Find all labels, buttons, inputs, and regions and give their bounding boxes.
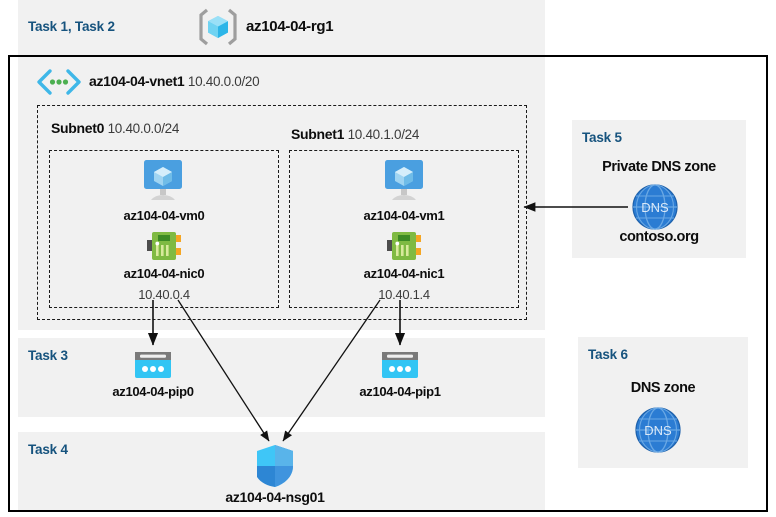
task-label-4: Task 4 xyxy=(28,442,68,457)
dns-zone-icon: DNS xyxy=(631,183,679,231)
vm-1-name: az104-04-vm1 xyxy=(363,208,445,223)
resource-group-name: az104-04-rg1 xyxy=(246,18,334,35)
task6-zone-type: DNS zone xyxy=(630,380,696,396)
vnet-name: az104-04-vnet1 xyxy=(89,73,185,89)
vnet-title: az104-04-vnet1 10.40.0.0/20 xyxy=(89,73,260,91)
virtual-machine-icon xyxy=(376,158,432,204)
nic-0-ip: 10.40.0.4 xyxy=(138,287,190,302)
network-interface-icon xyxy=(386,229,422,263)
subnet-0-name: Subnet0 xyxy=(51,120,105,136)
subnet-1-title: Subnet1 10.40.1.0/24 xyxy=(291,126,419,144)
task5-zone-name: contoso.org xyxy=(619,229,699,245)
subnet-0-box xyxy=(49,150,279,308)
svg-text:DNS: DNS xyxy=(644,423,672,438)
subnet-1-prefix: 10.40.1.0/24 xyxy=(347,127,420,142)
nic-0-name: az104-04-nic0 xyxy=(123,266,205,281)
public-ip-address-icon xyxy=(380,350,420,380)
task-label-6: Task 6 xyxy=(588,347,628,362)
subnet-0-title: Subnet0 10.40.0.0/24 xyxy=(51,120,179,138)
pip-0-name: az104-04-pip0 xyxy=(112,384,194,399)
nic-1-name: az104-04-nic1 xyxy=(363,266,445,281)
subnets-group-box xyxy=(37,105,527,320)
task3-panel xyxy=(18,338,545,417)
svg-text:DNS: DNS xyxy=(641,200,669,215)
public-ip-address-icon xyxy=(133,350,173,380)
nic-1-ip: 10.40.1.4 xyxy=(378,287,430,302)
diagram-outer-frame xyxy=(8,55,768,512)
network-interface-icon xyxy=(146,229,182,263)
task5-zone-type: Private DNS zone xyxy=(602,159,716,175)
subnet-1-name: Subnet1 xyxy=(291,126,345,142)
nsg-name: az104-04-nsg01 xyxy=(225,489,325,505)
resource-group-icon xyxy=(197,6,239,48)
vnet-icon xyxy=(36,69,82,95)
vnet-panel xyxy=(18,57,545,330)
task-label-3: Task 3 xyxy=(28,348,68,363)
task-label-1-2: Task 1, Task 2 xyxy=(28,19,115,34)
dns-zone-icon: DNS xyxy=(634,406,682,454)
pip-1-name: az104-04-pip1 xyxy=(359,384,441,399)
network-security-group-icon xyxy=(255,444,295,488)
vm-0-name: az104-04-vm0 xyxy=(123,208,205,223)
resource-group-band xyxy=(18,0,545,55)
subnet-0-prefix: 10.40.0.0/24 xyxy=(107,121,180,136)
vnet-address-space: 10.40.0.0/20 xyxy=(187,74,260,89)
task-label-5: Task 5 xyxy=(582,130,622,145)
subnet-1-box xyxy=(289,150,519,308)
virtual-machine-icon xyxy=(135,158,191,204)
